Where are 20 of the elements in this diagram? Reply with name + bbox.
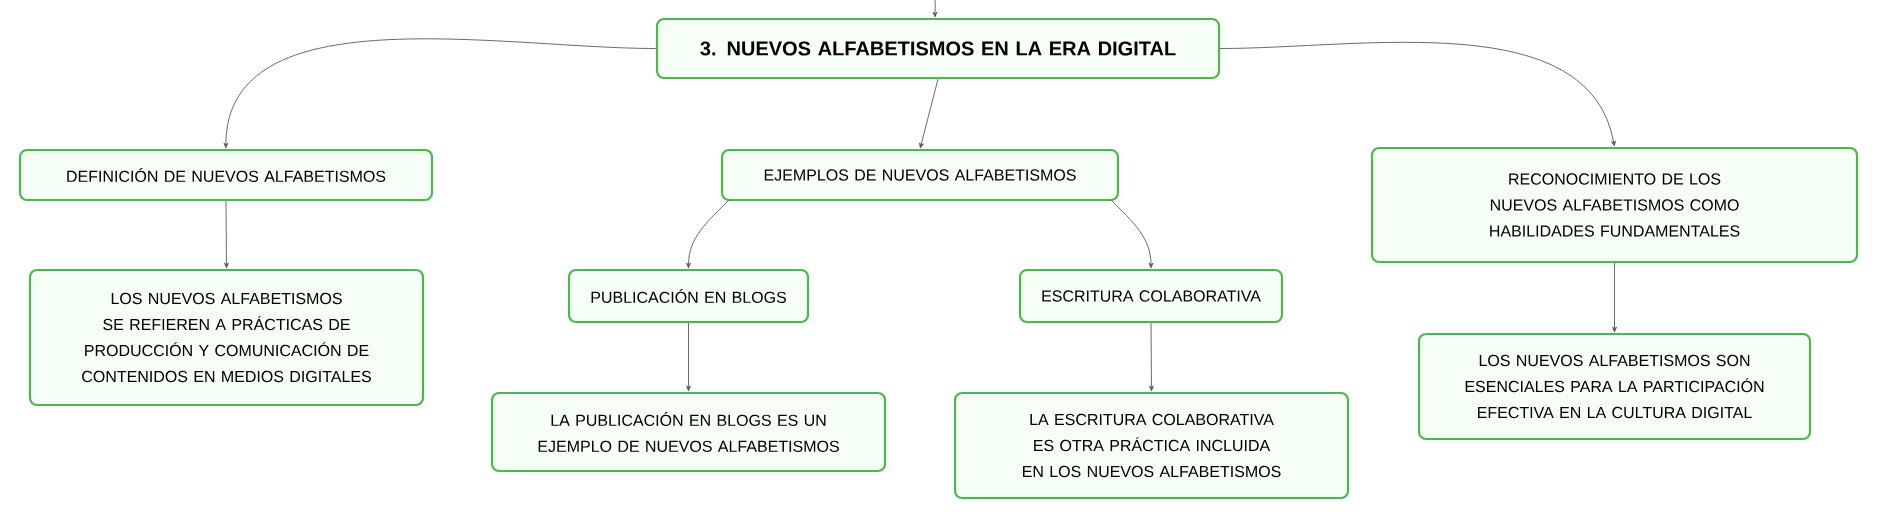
- subtopic-box: EJEMPLOS DE NUEVOS ALFABETISMOS: [720, 148, 1120, 202]
- connector-arrow: [686, 199, 730, 269]
- detail-box: LA ESCRITURA COLABORATIVA ES OTRA PRÁCTICA INCLUIDA EN LOS NUEVOS ALFABETISMOS: [953, 391, 1350, 500]
- detail-box: LA PUBLICACIÓN EN BLOGS ES UN EJEMPLO DE NUEVOS ALFABETISMOS: [490, 391, 887, 473]
- connector-arrow: [932, 0, 938, 18]
- connector-arrow: [1149, 322, 1154, 392]
- detail-box: LOS NUEVOS ALFABETISMOS SON ESENCIALES PARA LA PARTICIPACIÓN EFECTIVA EN LA CULTURA DIGITAL: [1417, 332, 1812, 441]
- connector-arrow: [919, 78, 939, 149]
- subtopic-box: ESCRITURA COLABORATIVA: [1018, 268, 1284, 324]
- topic-box: 3. NUEVOS ALFABETISMOS EN LA ERA DIGITAL: [655, 17, 1221, 80]
- connector-arrow: [223, 38, 657, 149]
- connector-arrow: [224, 200, 229, 269]
- connector-arrow: [1110, 199, 1154, 269]
- connector-arrow: [1219, 42, 1616, 147]
- detail-box: LOS NUEVOS ALFABETISMOS SE REFIEREN A PRÁCTICAS DE PRODUCCIÓN Y COMUNICACIÓN DE CONTENIDOS EN MEDIOS DIGITALES: [28, 268, 425, 407]
- connector-arrow: [686, 322, 691, 392]
- connector-arrow: [1612, 262, 1617, 333]
- subtopic-box: DEFINICIÓN DE NUEVOS ALFABETISMOS: [18, 148, 434, 202]
- subtopic-box: PUBLICACIÓN EN BLOGS: [567, 268, 810, 324]
- subtopic-box: RECONOCIMIENTO DE LOS NUEVOS ALFABETISMOS COMO HABILIDADES FUNDAMENTALES: [1370, 146, 1859, 264]
